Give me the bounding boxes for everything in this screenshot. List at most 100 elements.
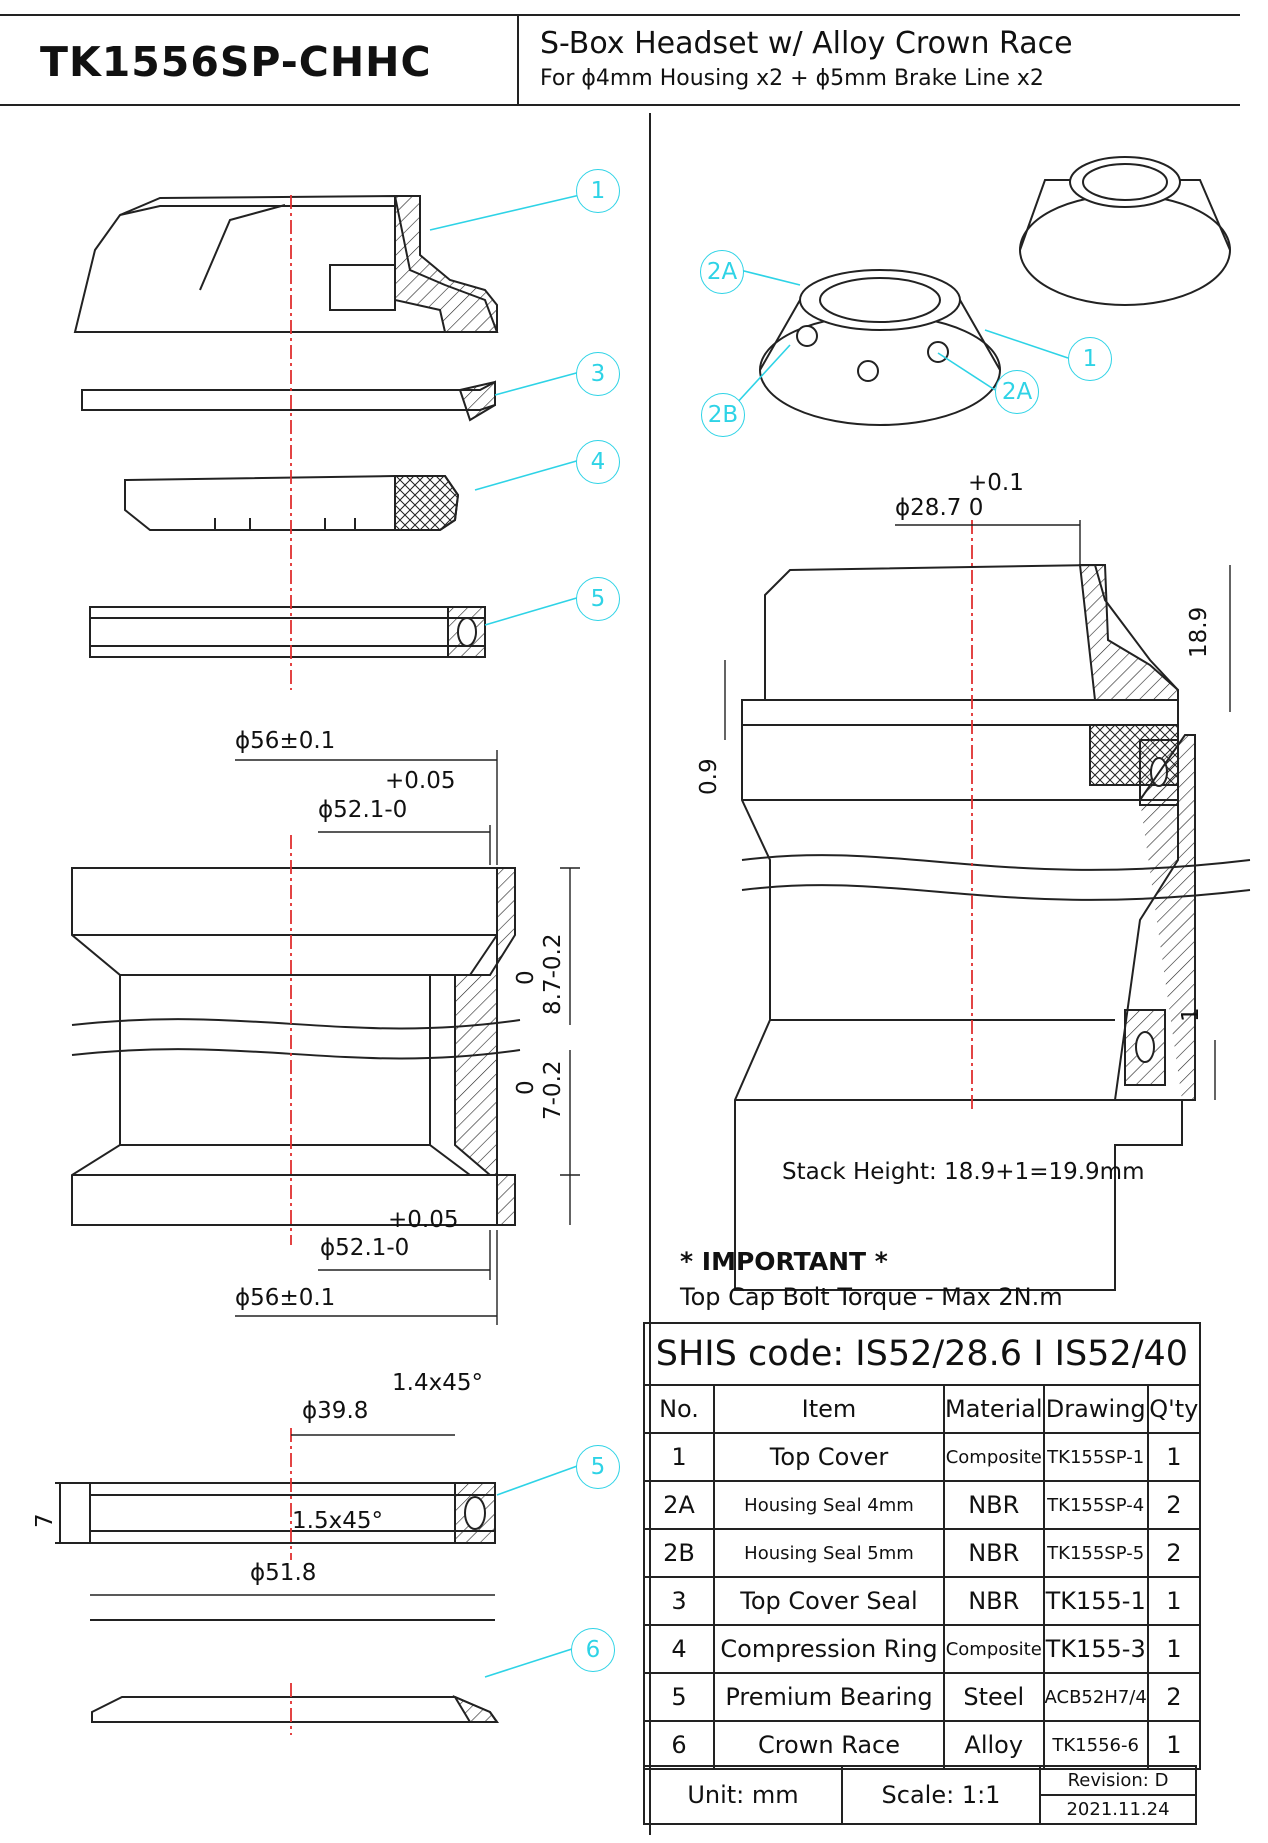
dim-spacer: 1 xyxy=(1178,1007,1204,1022)
dim-inner-top: ϕ52.1-0 xyxy=(318,797,408,823)
callout-2a-top: 2A xyxy=(700,250,744,294)
dim-steerer: ϕ28.7 0 xyxy=(895,495,984,521)
table-row: 3 Top Cover Seal NBR TK155-1 1 xyxy=(643,1576,1201,1626)
callout-1-iso: 1 xyxy=(1068,337,1112,381)
cell-no: 2B xyxy=(643,1528,715,1578)
drawing-title: S-Box Headset w/ Alloy Crown Race xyxy=(540,26,1073,61)
cell-no: 5 xyxy=(643,1672,715,1722)
cell-qty: 1 xyxy=(1146,1624,1201,1674)
cell-qty: 1 xyxy=(1146,1576,1201,1626)
cell-item: Premium Bearing xyxy=(713,1672,945,1722)
cell-qty: 2 xyxy=(1146,1672,1201,1722)
cell-no: 4 xyxy=(643,1624,715,1674)
unit-label: Unit: mm xyxy=(643,1765,843,1825)
dim-outer-bot: ϕ56±0.1 xyxy=(235,1285,336,1311)
stack-height-note: Stack Height: 18.9+1=19.9mm xyxy=(782,1159,1145,1185)
cell-drawing: TK155SP-1 xyxy=(1042,1432,1149,1482)
cell-item: Top Cover xyxy=(713,1432,945,1482)
top-cover-section xyxy=(73,194,499,333)
cell-qty: 2 xyxy=(1146,1528,1201,1578)
cell-item: Housing Seal 4mm xyxy=(713,1480,945,1530)
callout-5-detail: 5 xyxy=(576,1445,620,1489)
callout-leaders xyxy=(429,194,1069,1678)
cell-no: 3 xyxy=(643,1576,715,1626)
col-header-no: No. xyxy=(643,1384,715,1434)
dim-steerer-tol: +0.1 xyxy=(968,470,1024,496)
cell-item: Crown Race xyxy=(713,1720,945,1770)
dim-depth-bot-b: 7-0.2 xyxy=(540,1060,566,1120)
important-text: Top Cap Bolt Torque - Max 2N.m xyxy=(680,1283,1063,1311)
cell-material: NBR xyxy=(943,1528,1045,1578)
head-tube-section xyxy=(71,867,521,1226)
important-heading: * IMPORTANT * xyxy=(680,1247,888,1276)
bill-of-materials: SHIS code: IS52/28.6 I IS52/40 No. Item … xyxy=(643,1322,1201,1770)
cell-no: 1 xyxy=(643,1432,715,1482)
cell-item: Housing Seal 5mm xyxy=(713,1528,945,1578)
cell-material: NBR xyxy=(943,1576,1045,1626)
dim-chamfer-top: 1.4x45° xyxy=(392,1370,483,1396)
dim-depth-top-b: 8.7-0.2 xyxy=(540,933,566,1015)
bearing-top-section xyxy=(89,606,486,658)
bearing-detail xyxy=(55,1482,496,1621)
cell-material: Composite xyxy=(943,1432,1045,1482)
cell-item: Top Cover Seal xyxy=(713,1576,945,1626)
table-row: 2A Housing Seal 4mm NBR TK155SP-4 2 xyxy=(643,1480,1201,1530)
top-cover-seal-section xyxy=(81,380,496,422)
dim-depth-top-a: 0 xyxy=(513,970,539,985)
dim-bearing-height: 7 xyxy=(32,1513,58,1528)
cell-no: 2A xyxy=(643,1480,715,1530)
callout-4: 4 xyxy=(576,440,620,484)
title-footer: Unit: mm Scale: 1:1 Revision: D 2021.11.… xyxy=(643,1765,1197,1825)
col-header-material: Material xyxy=(943,1384,1045,1434)
cell-drawing: TK1556-6 xyxy=(1042,1720,1149,1770)
cell-drawing: TK155SP-4 xyxy=(1042,1480,1149,1530)
dim-bearing-outer: ϕ51.8 xyxy=(250,1560,317,1586)
cell-qty: 2 xyxy=(1146,1480,1201,1530)
crown-race-section xyxy=(91,1694,499,1723)
table-row: 4 Compression Ring Composite TK155-3 1 xyxy=(643,1624,1201,1674)
dimension-lines xyxy=(90,520,1231,1596)
shis-code: SHIS code: IS52/28.6 I IS52/40 xyxy=(643,1322,1201,1386)
cell-item: Compression Ring xyxy=(713,1624,945,1674)
dim-cover-height: 18.9 xyxy=(1186,606,1212,658)
revision-label: Revision: D xyxy=(1039,1765,1197,1796)
callout-2a-bottom: 2A xyxy=(995,370,1039,414)
drawing-subtitle: For ϕ4mm Housing x2 + ϕ5mm Brake Line x2 xyxy=(540,66,1044,91)
scale-label: Scale: 1:1 xyxy=(841,1765,1041,1825)
part-code: TK1556SP-CHHC xyxy=(40,38,432,86)
callout-2b: 2B xyxy=(701,393,745,437)
table-row: 1 Top Cover Composite TK155SP-1 1 xyxy=(643,1432,1201,1482)
table-row: 5 Premium Bearing Steel ACB52H7/4 2 xyxy=(643,1672,1201,1722)
cell-drawing: ACB52H7/4 xyxy=(1042,1672,1149,1722)
dim-depth-bot-a: 0 xyxy=(513,1080,539,1095)
assembly-section xyxy=(734,563,1251,1291)
dim-tol-top: +0.05 xyxy=(385,768,456,794)
cell-material: NBR xyxy=(943,1480,1045,1530)
col-header-qty: Q'ty xyxy=(1146,1384,1201,1434)
cell-drawing: TK155-1 xyxy=(1042,1576,1149,1626)
dim-bore: ϕ39.8 xyxy=(302,1398,369,1424)
callout-5: 5 xyxy=(576,577,620,621)
callout-6: 6 xyxy=(571,1628,615,1672)
cell-material: Alloy xyxy=(943,1720,1045,1770)
dim-chamfer-bot: 1.5x45° xyxy=(292,1508,383,1534)
centerlines xyxy=(290,195,973,1735)
isometric-views xyxy=(759,156,1231,426)
callout-3: 3 xyxy=(576,352,620,396)
revision-date: 2021.11.24 xyxy=(1039,1794,1197,1825)
table-row: 6 Crown Race Alloy TK1556-6 1 xyxy=(643,1720,1201,1770)
cell-qty: 1 xyxy=(1146,1720,1201,1770)
cell-drawing: TK155-3 xyxy=(1042,1624,1149,1674)
dim-gap: 0.9 xyxy=(696,758,722,795)
col-header-item: Item xyxy=(713,1384,945,1434)
cell-material: Steel xyxy=(943,1672,1045,1722)
cell-drawing: TK155SP-5 xyxy=(1042,1528,1149,1578)
cell-no: 6 xyxy=(643,1720,715,1770)
callout-1: 1 xyxy=(576,169,620,213)
dim-tol-bot: +0.05 xyxy=(388,1207,459,1233)
dim-outer-top: ϕ56±0.1 xyxy=(235,728,336,754)
cell-qty: 1 xyxy=(1146,1432,1201,1482)
cell-material: Composite xyxy=(943,1624,1045,1674)
table-row: 2B Housing Seal 5mm NBR TK155SP-5 2 xyxy=(643,1528,1201,1578)
